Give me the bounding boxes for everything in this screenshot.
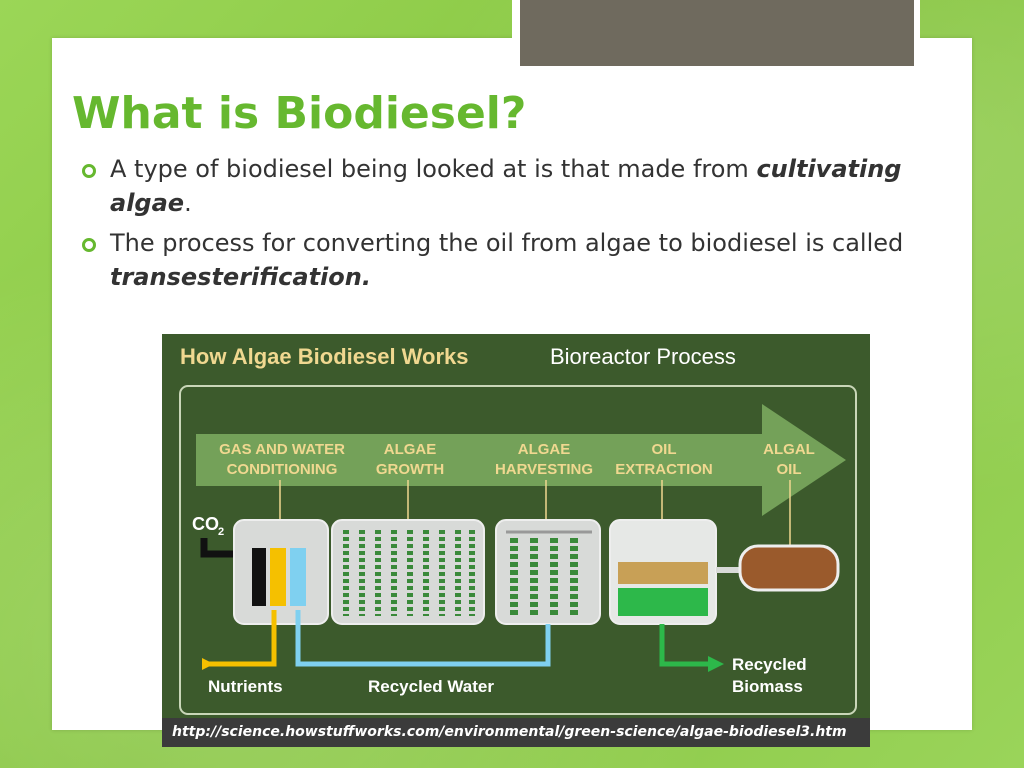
bullet-text: The process for converting the oil from … (110, 229, 904, 257)
oil-layer (618, 562, 708, 584)
stage-label: ALGAE (384, 441, 437, 458)
stage-label: HARVESTING (495, 461, 593, 478)
stage-label: OIL (777, 461, 802, 478)
slide-title: What is Biodiesel? (72, 88, 527, 139)
water-column (290, 548, 306, 606)
bullet-emphasis: transesterification. (110, 263, 371, 291)
co2-subscript: 2 (218, 526, 224, 538)
recycled-water-label: Recycled Water (368, 677, 494, 696)
stage-label: GAS AND WATER (219, 441, 345, 458)
stage-label: ALGAL (763, 441, 815, 458)
co2-column (252, 548, 266, 606)
biomass-flow (659, 624, 710, 667)
biomass-layer (618, 588, 708, 616)
algae-biodiesel-diagram: How Algae Biodiesel Works Bioreactor Pro… (162, 334, 870, 747)
nutrient-column (270, 548, 286, 606)
nutrient-flow (208, 610, 277, 667)
ring-bullet-icon (82, 238, 96, 252)
co2-label: CO (192, 514, 219, 534)
stage-label: OIL (652, 441, 677, 458)
bullet-list: A type of biodiesel being looked at is t… (80, 152, 940, 300)
diagram-title: How Algae Biodiesel Works (180, 344, 469, 369)
stage-label: GROWTH (376, 461, 444, 478)
source-url: http://science.howstuffworks.com/environ… (162, 718, 870, 747)
nutrient-arrowhead (202, 658, 214, 670)
biomass-arrowhead (708, 656, 724, 672)
bullet-text-end: . (184, 189, 192, 217)
recycled-biomass-label: Recycled (732, 655, 807, 674)
bullet-item: A type of biodiesel being looked at is t… (80, 152, 940, 220)
recycled-water-flow (295, 610, 551, 667)
stage-label: EXTRACTION (615, 461, 713, 478)
nutrients-label: Nutrients (208, 677, 283, 696)
diagram-frame (179, 385, 857, 715)
bullet-item: The process for converting the oil from … (80, 226, 940, 294)
bullet-emphasis: cultivating algae (110, 155, 902, 217)
process-arrow (196, 404, 846, 516)
top-tab-panel (520, 0, 914, 66)
stage-label: CONDITIONING (227, 461, 338, 478)
bullet-text: A type of biodiesel being looked at is t… (110, 155, 757, 183)
recycled-biomass-label: Biomass (732, 677, 803, 696)
diagram-subtitle: Bioreactor Process (550, 344, 736, 369)
ring-bullet-icon (82, 164, 96, 178)
algal-oil-tank (738, 544, 840, 592)
stage-label: ALGAE (518, 441, 571, 458)
